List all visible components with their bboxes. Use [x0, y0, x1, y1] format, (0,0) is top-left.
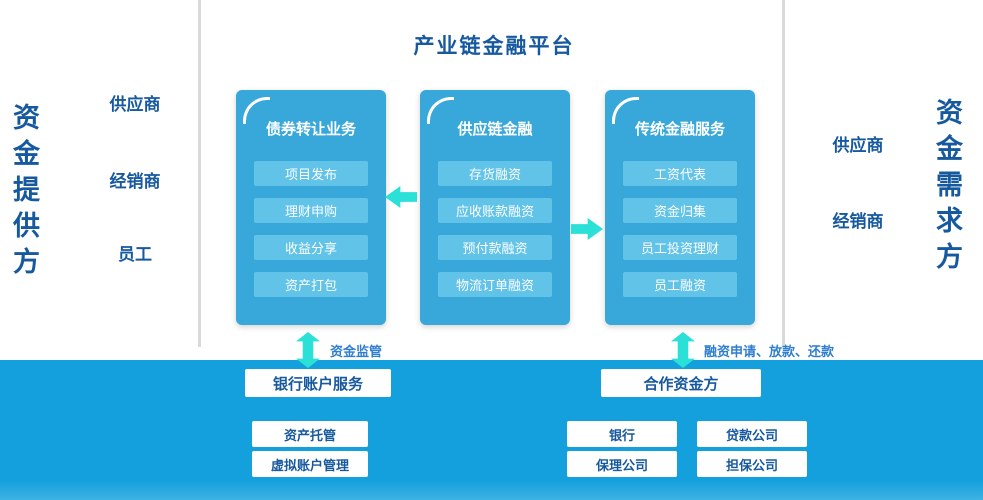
- left-section-divider: [198, 0, 201, 347]
- card-item: 物流订单融资: [438, 272, 552, 297]
- corner-arc-icon: [243, 97, 270, 124]
- bank-account-services-title: 银行账户服务: [245, 369, 391, 397]
- arrow-right-icon: [571, 218, 603, 240]
- left-vertical-title: 资金提供方: [9, 103, 39, 283]
- left-role-distributor: 经销商: [109, 172, 161, 191]
- right-vertical-title: 资金需求方: [932, 98, 962, 278]
- arrow-left-icon: [385, 186, 417, 208]
- card-item: 存货融资: [438, 161, 552, 186]
- card-item: 预付款融资: [438, 235, 552, 260]
- card-bond-transfer: 债券转让业务 项目发布 理财申购 收益分享 资产打包: [236, 90, 386, 325]
- card-item: 收益分享: [254, 235, 368, 260]
- card-title: 供应链金融: [457, 121, 533, 138]
- card-item: 资产打包: [254, 272, 368, 297]
- virtual-account-box: 虚拟账户管理: [252, 451, 368, 477]
- loan-company-box: 贷款公司: [697, 421, 807, 447]
- corner-arc-icon: [612, 97, 639, 124]
- left-arrow-label: 资金监管: [330, 344, 383, 359]
- card-title: 传统金融服务: [634, 121, 725, 138]
- card-item: 应收账款融资: [438, 198, 552, 223]
- asset-custody-box: 资产托管: [252, 421, 368, 447]
- platform-title: 产业链金融平台: [413, 35, 575, 58]
- card-supply-chain-finance: 供应链金融 存货融资 应收账款融资 预付款融资 物流订单融资: [420, 90, 570, 325]
- card-item: 项目发布: [254, 161, 368, 186]
- right-role-distributor: 经销商: [832, 212, 884, 231]
- card-item: 员工融资: [623, 272, 737, 297]
- left-role-employee: 员工: [118, 245, 152, 264]
- card-title: 债券转让业务: [265, 121, 356, 138]
- right-role-supplier: 供应商: [832, 136, 884, 155]
- partners-title: 合作资金方: [601, 369, 761, 397]
- card-item: 员工投资理财: [623, 235, 737, 260]
- corner-arc-icon: [427, 97, 454, 124]
- right-section-divider: [782, 0, 785, 347]
- guarantee-company-box: 担保公司: [697, 451, 807, 477]
- bank-box: 银行: [567, 421, 677, 447]
- card-traditional-services: 传统金融服务 工资代表 资金归集 员工投资理财 员工融资: [605, 90, 755, 325]
- factoring-company-box: 保理公司: [567, 451, 677, 477]
- card-item: 资金归集: [623, 198, 737, 223]
- right-arrow-label: 融资申请、放款、还款: [704, 344, 835, 359]
- left-role-supplier: 供应商: [109, 95, 161, 114]
- bottom-bar: [0, 360, 983, 500]
- card-item: 理财申购: [254, 198, 368, 223]
- card-item: 工资代表: [623, 161, 737, 186]
